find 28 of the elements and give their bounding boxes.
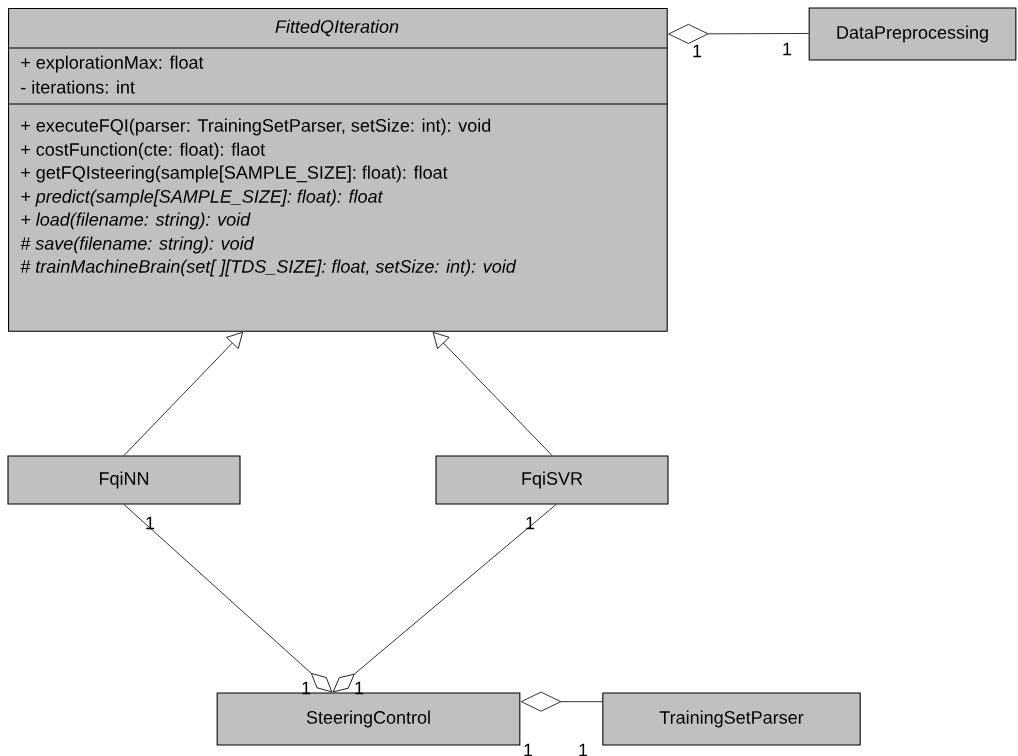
generalization-arrow bbox=[123, 331, 243, 456]
attribute-text: - iterations: int bbox=[21, 80, 135, 94]
multiplicity-label: 1 bbox=[146, 516, 155, 530]
method-text: + load(filename: string): void bbox=[21, 212, 251, 230]
multiplicity-label: 1 bbox=[526, 516, 535, 530]
multiplicity-label: 1 bbox=[783, 42, 792, 56]
class-box: FqiNN bbox=[7, 455, 241, 505]
aggregation-line bbox=[332, 504, 557, 693]
aggregation-line bbox=[520, 691, 603, 712]
attribute-text: + explorationMax: float bbox=[21, 55, 204, 73]
class-name: FittedQIteration bbox=[275, 19, 399, 37]
multiplicity-label: 1 bbox=[693, 44, 702, 58]
method-text: + executeFQI(parser: TrainingSetParser, setSize: int): void bbox=[21, 118, 491, 136]
aggregation-line bbox=[123, 504, 333, 693]
class-box: DataPreprocessing bbox=[808, 7, 1017, 61]
multiplicity-label: 1 bbox=[524, 743, 533, 756]
aggregation-line bbox=[668, 23, 810, 44]
method-text: + costFunction(cte: float): flaot bbox=[21, 142, 266, 160]
method-text: + getFQIsteering(sample[SAMPLE_SIZE]: float): float bbox=[21, 165, 448, 183]
class-box: TrainingSetParser bbox=[602, 692, 861, 746]
class-box: FqiSVR bbox=[435, 455, 669, 505]
multiplicity-label: 1 bbox=[355, 681, 364, 695]
method-text: + predict(sample[SAMPLE_SIZE]: float): float bbox=[21, 189, 384, 207]
method-text: # save(filename: string): void bbox=[20, 236, 255, 254]
multiplicity-label: 1 bbox=[579, 743, 588, 756]
multiplicity-label: 1 bbox=[302, 681, 311, 695]
generalization-arrow bbox=[432, 331, 553, 456]
method-text: # trainMachineBrain(set[ ][TDS_SIZE]: float, setSize: int): void bbox=[20, 259, 517, 277]
